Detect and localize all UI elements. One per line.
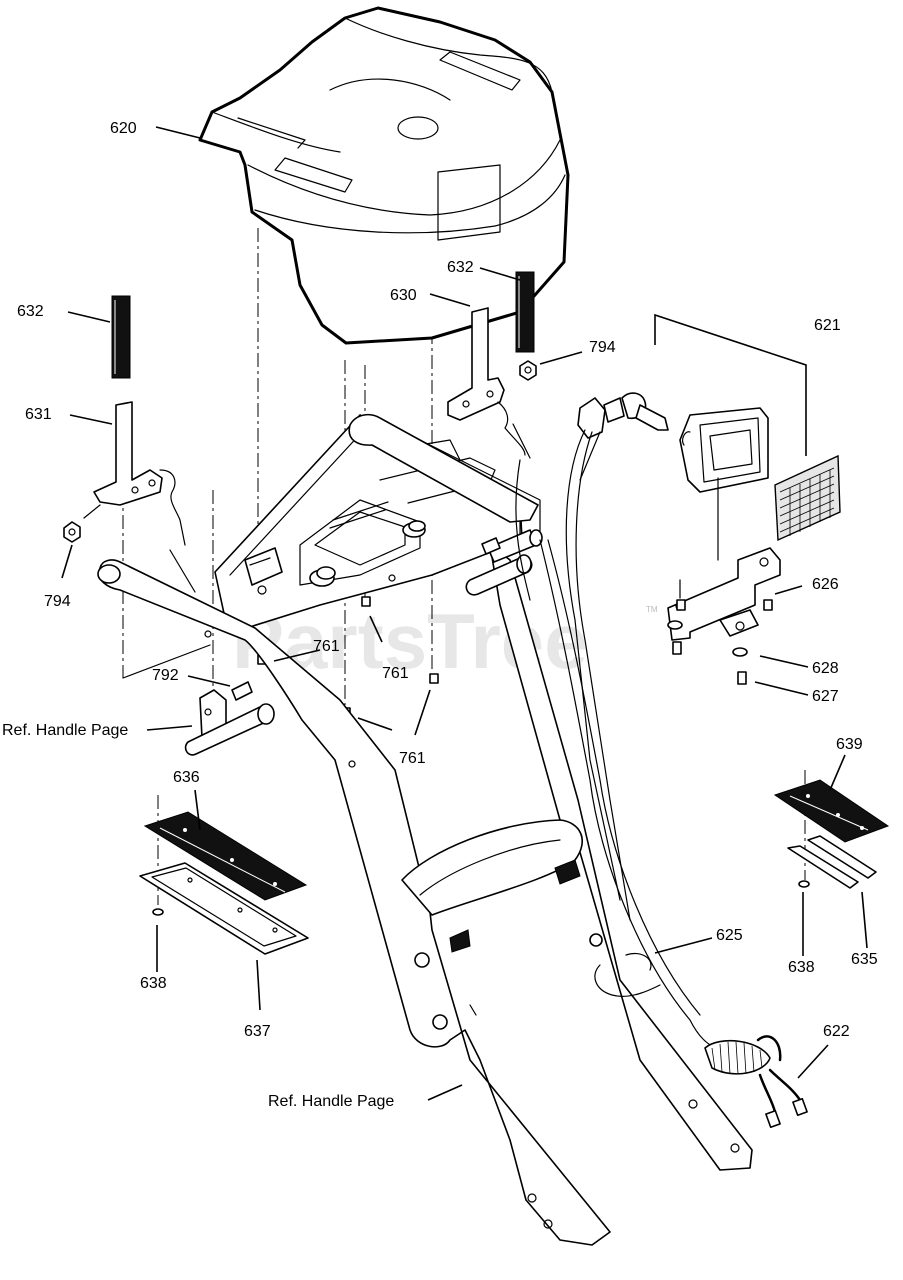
watermark-tm: TM [646,605,658,614]
callout-636: 636 [173,769,200,786]
callout-630: 630 [390,287,417,304]
callout-632-right: 632 [447,259,474,276]
part-638-washer-right [798,880,810,888]
part-792-bracket [184,681,275,756]
callout-761-c: 761 [399,750,426,767]
part-631-lever-left [83,401,196,593]
upper-handle-crossbar [97,413,753,1246]
part-626-light-bracket [667,477,781,641]
right-mount-pins [465,529,543,596]
callout-638-left: 638 [140,975,167,992]
callout-794-right: 794 [589,339,616,356]
callout-625: 625 [716,927,743,944]
light-switch-and-connector [565,392,669,921]
part-636-plate-left [143,811,308,901]
part-632-decal-left [111,295,131,379]
callout-621: 621 [814,317,841,334]
callout-639: 639 [836,736,863,753]
callout-627: 627 [812,688,839,705]
callout-628: 628 [812,660,839,677]
part-620-console-cover [198,6,570,345]
callout-637: 637 [244,1023,271,1040]
part-639-plate-right [773,779,890,843]
part-630-lever-right [447,307,531,459]
part-635-strip-right [787,835,877,889]
callout-794-left: 794 [44,593,71,610]
part-638-washer-left [152,908,164,916]
part-637-plate-left [139,862,309,955]
callout-761-b: 761 [382,665,409,682]
part-622-wire-bundle [704,1035,808,1129]
callout-626: 626 [812,576,839,593]
callout-635: 635 [851,951,878,968]
part-627-screws [672,599,773,685]
callout-638-right: 638 [788,959,815,976]
callout-631: 631 [25,406,52,423]
callout-labels: 620 632 632 630 794 621 631 794 761 761 … [2,120,878,1110]
callout-622: 622 [823,1023,850,1040]
part-632-decal-right [515,271,535,353]
part-794-nut-left [63,521,81,543]
part-621-headlight [654,313,841,542]
part-628-washers [667,620,748,657]
callout-620: 620 [110,120,137,137]
callout-ref-handle-page-bottom: Ref. Handle Page [268,1093,394,1110]
callout-761-a: 761 [313,638,340,655]
callout-632-left: 632 [17,303,44,320]
callout-792: 792 [152,667,179,684]
callout-leader-lines [61,126,868,1101]
callout-ref-handle-page-left: Ref. Handle Page [2,722,128,739]
part-794-nut-right [519,360,537,381]
